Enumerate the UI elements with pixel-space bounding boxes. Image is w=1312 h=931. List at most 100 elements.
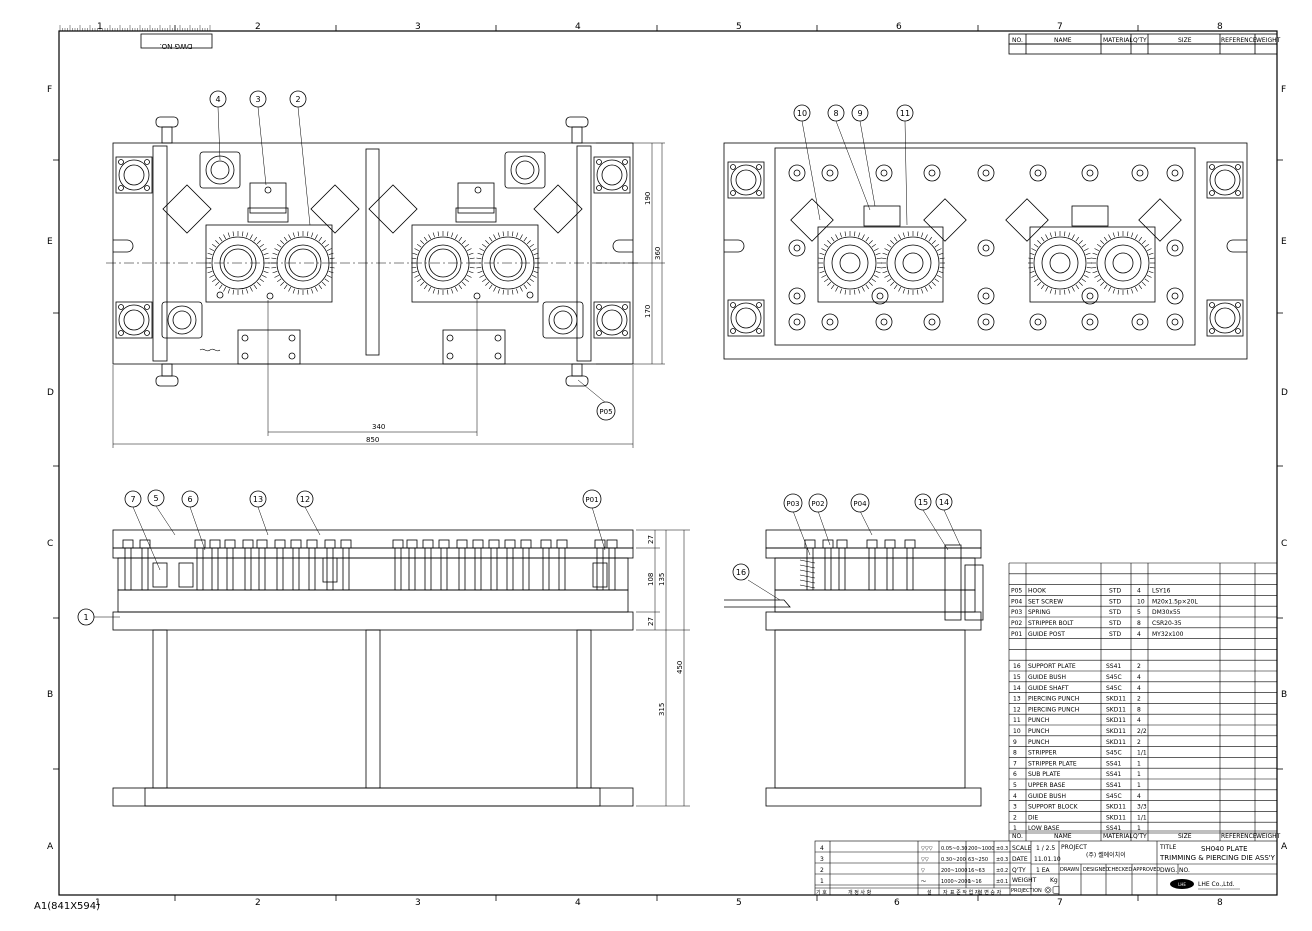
balloon-2-label: 2 bbox=[295, 95, 300, 104]
upper-bolt-hole bbox=[821, 313, 839, 331]
spring-coil bbox=[799, 564, 816, 569]
screw-hole bbox=[241, 334, 249, 342]
bom-part-material: SS41 bbox=[1106, 771, 1121, 778]
punch bbox=[141, 547, 149, 591]
screw-hole bbox=[494, 352, 502, 360]
bom-purchased-material: STD bbox=[1109, 609, 1121, 616]
upper-bolt-hole bbox=[788, 164, 806, 182]
dim-27-top: 27 bbox=[647, 535, 655, 544]
upper-bolt-hole bbox=[977, 287, 995, 305]
bom-part-material: SS41 bbox=[1106, 825, 1121, 832]
guide-post bbox=[178, 562, 194, 588]
guide-post bbox=[322, 557, 338, 583]
balloon-2: 2 bbox=[289, 90, 307, 108]
upper-bolt-hole bbox=[788, 287, 806, 305]
projection-label: PROJECTION bbox=[1011, 888, 1042, 894]
bolt-hole bbox=[1235, 328, 1241, 334]
top-header-material: MATERIAL bbox=[1103, 37, 1133, 44]
company-korean: (주) 쎌에이치이 bbox=[1086, 851, 1126, 859]
balloon-11-label: 11 bbox=[900, 109, 910, 118]
upper-bolt-hole bbox=[1029, 164, 1047, 182]
bom-part-qty: 2/2 bbox=[1137, 728, 1147, 735]
bolt-hole bbox=[118, 304, 124, 310]
tolerance-range-1: 0.30~200 bbox=[941, 857, 966, 863]
balloon-7-label: 7 bbox=[130, 495, 135, 504]
bolt-hole bbox=[596, 330, 602, 336]
bolt-hole bbox=[596, 159, 602, 165]
dim-135: 135 bbox=[658, 573, 666, 586]
punch-head bbox=[274, 539, 286, 549]
top-header-size: SIZE bbox=[1178, 37, 1192, 44]
punch-head bbox=[290, 539, 302, 549]
bom-part-no: 16 bbox=[1013, 663, 1021, 670]
upper-bolt-hole bbox=[1131, 313, 1149, 331]
bolt-hole bbox=[1235, 190, 1241, 196]
bom-part-material: S45C bbox=[1106, 750, 1122, 757]
bom-header-reference: REFERENCE bbox=[1221, 833, 1257, 840]
upper-bolt-hole bbox=[1131, 164, 1149, 182]
bom-part-no: 8 bbox=[1013, 750, 1017, 757]
punch bbox=[258, 547, 266, 591]
punch-head bbox=[209, 539, 221, 549]
punch-head bbox=[520, 539, 532, 549]
tolerance-value: ±0.2 bbox=[996, 868, 1008, 874]
bolt-hole bbox=[756, 302, 762, 308]
bom-purchased-no: P03 bbox=[1011, 609, 1022, 616]
spring-coil bbox=[799, 574, 816, 579]
screw-hole bbox=[446, 352, 454, 360]
screw-hole bbox=[473, 292, 481, 300]
spring-coil bbox=[799, 559, 816, 564]
guide-bush-flange bbox=[1206, 299, 1244, 337]
tolerance-symbol: ▽▽ bbox=[921, 857, 929, 863]
bom-part-name: PUNCH bbox=[1028, 717, 1049, 724]
bom-purchased-qty: 8 bbox=[1137, 620, 1141, 627]
balloon-1-label: 1 bbox=[83, 613, 88, 622]
dwg-no-label: DWG. NO. bbox=[1160, 867, 1190, 874]
upper-bolt-hole bbox=[1166, 287, 1184, 305]
punch-head bbox=[392, 539, 404, 549]
bom-purchased-size: MY32x100 bbox=[1152, 631, 1184, 638]
title-line-1: SH040 PLATE bbox=[1201, 845, 1248, 853]
top-header-reference: REFERENCE bbox=[1221, 37, 1257, 44]
bom-purchased-size: M20x1.5p×20L bbox=[1152, 598, 1198, 605]
bom-part-no: 15 bbox=[1013, 674, 1021, 681]
plan-view-upper-die: 10 8 9 11 bbox=[723, 104, 1248, 360]
qty-value: 1 EA bbox=[1036, 867, 1051, 874]
bolt-hole bbox=[596, 304, 602, 310]
title-label: TITLE bbox=[1159, 844, 1176, 851]
screw-hole bbox=[288, 352, 296, 360]
zone-y-c-left: C bbox=[47, 539, 53, 549]
bom-part-no: 9 bbox=[1013, 739, 1017, 746]
bolt-hole bbox=[144, 185, 150, 191]
title-line-2: TRIMMING & PIERCING DIE ASS'Y bbox=[1159, 854, 1276, 862]
balloon-p03: P03 bbox=[783, 493, 803, 513]
guide-bush-flange bbox=[727, 161, 765, 199]
front-view: 27 108 135 27 315 450 7 5 6 13 12 P01 bbox=[77, 489, 690, 807]
balloon-15-label: 15 bbox=[918, 498, 928, 507]
screw-hole bbox=[446, 334, 454, 342]
bolt-hole bbox=[756, 328, 762, 334]
bolt-hole bbox=[622, 159, 628, 165]
punch-head bbox=[324, 539, 336, 549]
bom-header-no: NO. bbox=[1012, 833, 1023, 840]
punch bbox=[458, 547, 466, 591]
bolt-hole bbox=[756, 164, 762, 170]
punch bbox=[440, 547, 448, 591]
zone-y-d-right: D bbox=[1281, 388, 1288, 398]
bom-purchased-name: STRIPPER BOLT bbox=[1028, 620, 1074, 627]
rev-footer-symbol: 기 호 bbox=[816, 889, 827, 896]
bom-part-material: SKD11 bbox=[1106, 739, 1126, 746]
bom-purchased-no: P01 bbox=[1011, 631, 1022, 638]
balloon-14-label: 14 bbox=[939, 498, 949, 507]
bom-part-no: 2 bbox=[1013, 814, 1017, 821]
spring-coil bbox=[799, 569, 816, 574]
balloon-16: 16 bbox=[732, 563, 750, 581]
guide-bush-block bbox=[199, 151, 241, 189]
upper-bolt-hole bbox=[1166, 164, 1184, 182]
upper-bolt-hole bbox=[1029, 313, 1047, 331]
bom-part-qty: 1 bbox=[1137, 760, 1141, 767]
punch-head bbox=[406, 539, 418, 549]
bom-part-no: 13 bbox=[1013, 696, 1021, 703]
top-header-weight: WEIGHT bbox=[1256, 37, 1281, 44]
bom-header-material: MATERIAL bbox=[1103, 833, 1133, 840]
